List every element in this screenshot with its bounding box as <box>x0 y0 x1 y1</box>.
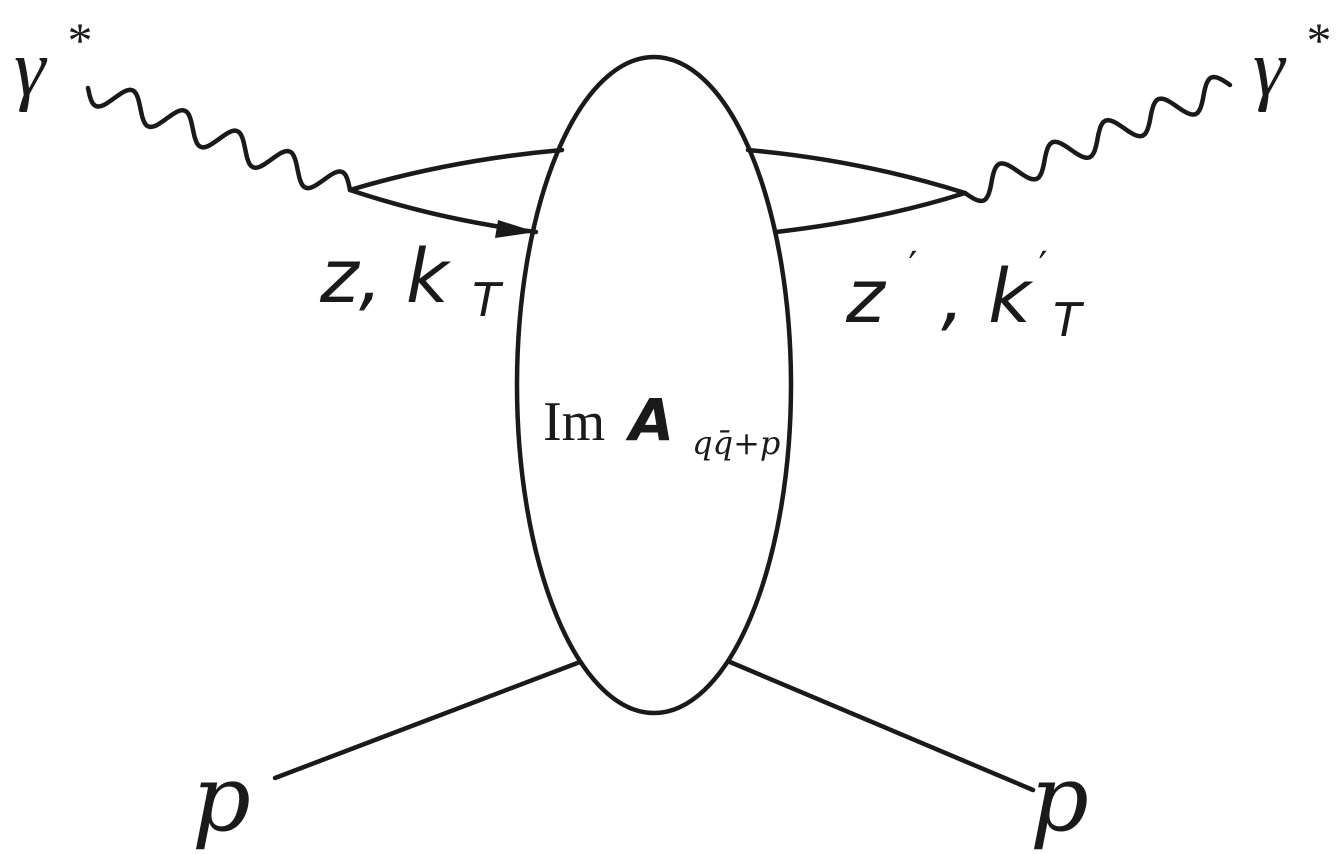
quark-in-k: k <box>406 234 452 320</box>
quark-line-lower-right <box>773 190 968 235</box>
photon-out-symbol: γ <box>1253 25 1287 113</box>
quark-line-upper-right <box>745 147 968 196</box>
photon-out-label: γ * <box>1253 12 1332 113</box>
outgoing-photon-line <box>962 74 1233 204</box>
amplitude-blob <box>514 54 794 716</box>
quark-out-z-prime: ′ <box>908 244 917 290</box>
proton-line-out <box>727 659 1036 793</box>
proton-out-label: p <box>1030 745 1089 852</box>
quark-in-sub: T <box>472 273 504 327</box>
proton-in-label: p <box>192 745 251 852</box>
quark-out-z: z <box>845 254 887 340</box>
quark-arrow <box>495 220 536 238</box>
photon-in-symbol: γ <box>14 25 48 113</box>
quark-out-k: k <box>988 254 1034 340</box>
quark-out-k-prime: ′ <box>1038 244 1047 290</box>
quark-in-label: z, k T <box>319 234 504 327</box>
blob-subscript: qq̄+p <box>692 424 780 462</box>
quark-line-upper-left <box>347 147 565 193</box>
quark-out-comma: , <box>941 254 965 340</box>
blob-im: Im <box>543 391 605 453</box>
proton-line-in <box>272 659 583 781</box>
blob-label: Im A qq̄+p <box>543 386 780 462</box>
quark-out-label: z ′ , k ′ T <box>845 212 1085 347</box>
incoming-photon-line <box>85 85 353 193</box>
photon-in-star: * <box>68 12 93 68</box>
quark-out-sub: T <box>1053 293 1085 347</box>
quark-in-z: z, <box>319 234 382 320</box>
blob-amplitude-symbol: A <box>625 386 674 454</box>
photon-in-label: γ * <box>14 12 93 113</box>
photon-out-star: * <box>1307 12 1332 68</box>
